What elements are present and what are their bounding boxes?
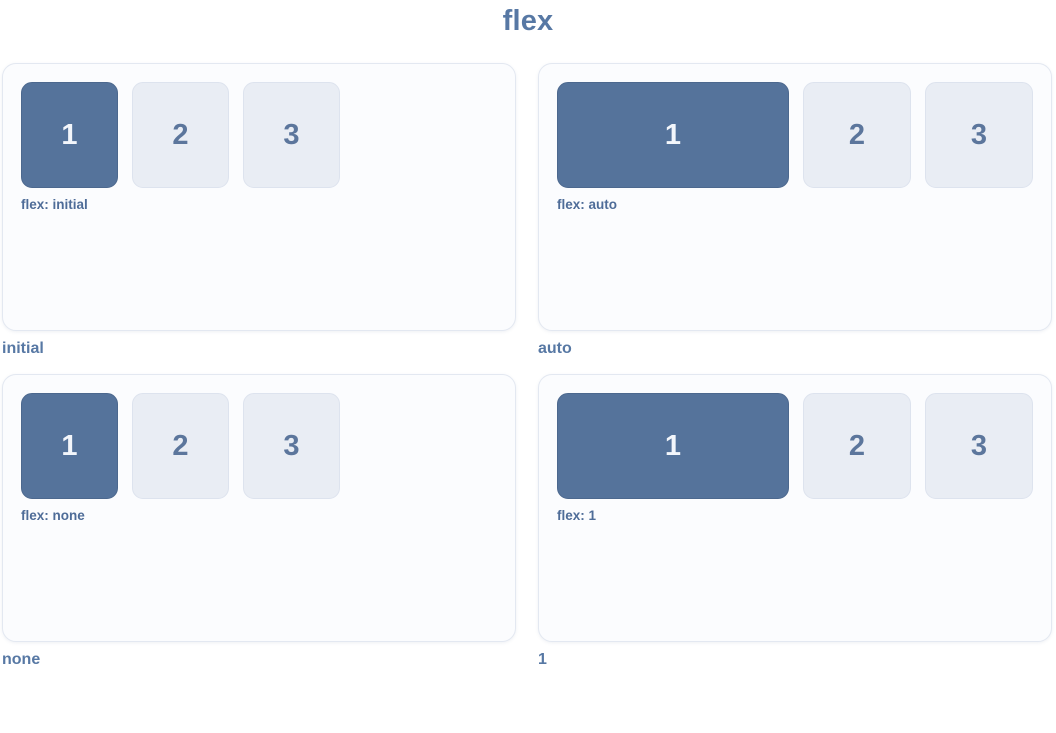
flex-demo-auto: 1 2 3 flex: auto auto	[538, 63, 1052, 358]
flex-item-2: 2	[803, 393, 911, 499]
demo-panel-initial: 1 2 3 flex: initial	[2, 63, 516, 331]
demo-panel-none: 1 2 3 flex: none	[2, 374, 516, 642]
flex-item-3: 3	[243, 82, 340, 188]
flex-item-3: 3	[925, 393, 1033, 499]
demo-panel-auto: 1 2 3 flex: auto	[538, 63, 1052, 331]
flex-item-1: 1	[557, 82, 789, 188]
flex-item-2: 2	[803, 82, 911, 188]
demo-grid: 1 2 3 flex: initial initial 1 2 3 flex: …	[0, 63, 1056, 669]
flex-container: 1 2 3	[557, 393, 1033, 499]
flex-item-2: 2	[132, 82, 229, 188]
flex-item-2: 2	[132, 393, 229, 499]
panel-caption-none: none	[2, 651, 41, 668]
flex-item-3: 3	[925, 82, 1033, 188]
flex-demo-none: 1 2 3 flex: none none	[2, 374, 516, 669]
page-title: flex	[502, 5, 554, 37]
flex-item-3: 3	[243, 393, 340, 499]
panel-caption-auto: auto	[538, 340, 572, 357]
flex-value-label: flex: auto	[557, 197, 618, 212]
flex-value-label: flex: none	[21, 508, 85, 523]
panel-caption-initial: initial	[2, 340, 44, 357]
flex-demo-1: 1 2 3 flex: 1 1	[538, 374, 1052, 669]
flex-container: 1 2 3	[21, 82, 497, 188]
flex-item-1: 1	[21, 82, 118, 188]
flex-container: 1 2 3	[557, 82, 1033, 188]
flex-container: 1 2 3	[21, 393, 497, 499]
flex-item-1: 1	[21, 393, 118, 499]
panel-caption-1: 1	[538, 651, 547, 668]
flex-value-label: flex: 1	[557, 508, 597, 523]
flex-demo-initial: 1 2 3 flex: initial initial	[2, 63, 516, 358]
flex-item-1: 1	[557, 393, 789, 499]
flex-value-label: flex: initial	[21, 197, 88, 212]
demo-panel-1: 1 2 3 flex: 1	[538, 374, 1052, 642]
